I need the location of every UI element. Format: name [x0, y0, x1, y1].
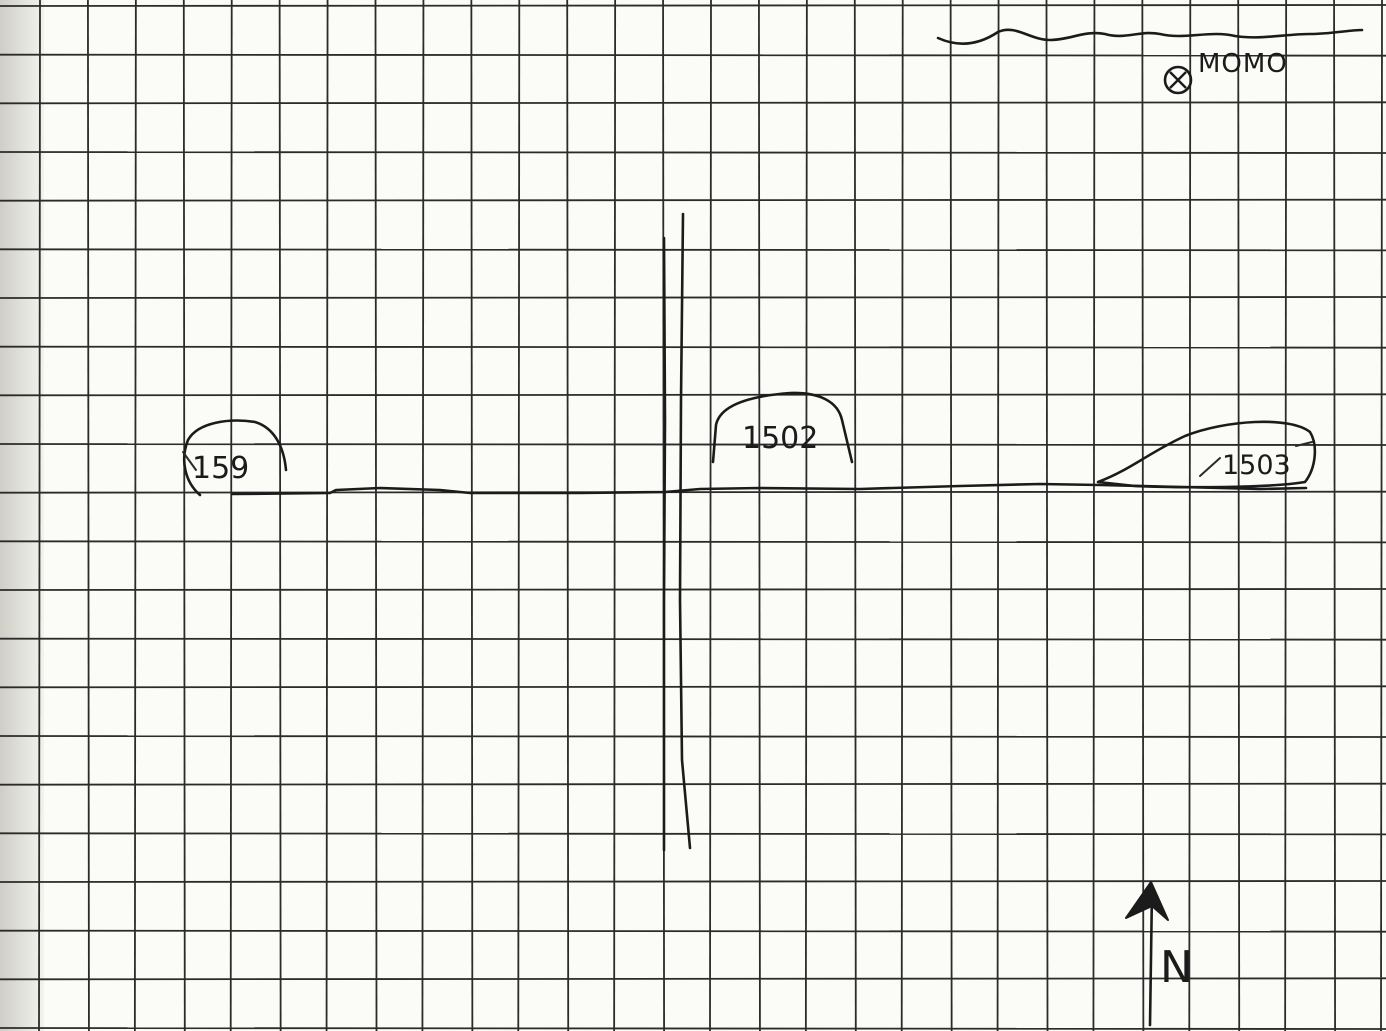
grid-line-vertical	[855, 0, 856, 1031]
grid-line-vertical	[184, 0, 185, 1031]
grid-line-vertical	[806, 0, 807, 1031]
grid-line-vertical	[902, 0, 903, 1031]
grid-line-vertical	[422, 0, 423, 1031]
grid-line-horizontal	[0, 639, 1386, 640]
grid-line-vertical	[280, 0, 281, 1031]
grid-line-horizontal	[0, 55, 1386, 56]
landmark-label: MOMO	[1198, 49, 1288, 79]
grid-line-vertical	[1047, 0, 1048, 1031]
grid-line-horizontal	[0, 297, 1386, 298]
grid-line-horizontal	[0, 152, 1386, 153]
grid-line-vertical	[951, 0, 952, 1031]
grid-line-horizontal	[0, 444, 1386, 445]
grid-line-horizontal	[0, 5, 1386, 6]
grid-line-horizontal	[0, 736, 1386, 737]
grid-line-horizontal	[0, 589, 1386, 590]
grid-line-horizontal	[0, 541, 1386, 542]
grid-line-vertical	[567, 0, 568, 1031]
building-1503-label: 1503	[1222, 450, 1291, 481]
grid-line-horizontal	[0, 492, 1386, 493]
paper-binding-shadow	[0, 0, 44, 1031]
river-line	[938, 30, 1362, 44]
grid-line-vertical	[376, 0, 377, 1031]
north-label: N	[1160, 942, 1193, 993]
grid-line-horizontal	[0, 833, 1386, 834]
grid-line-horizontal	[0, 200, 1386, 201]
grid-line-vertical	[1334, 0, 1335, 1031]
building-159-label: 159	[192, 451, 249, 486]
grid-line-vertical	[231, 0, 232, 1031]
grid-line-vertical	[88, 0, 89, 1031]
grid-line-vertical	[710, 0, 711, 1031]
crossroad-right-line	[680, 214, 690, 848]
grid-line-vertical	[1189, 0, 1190, 1031]
grid-line-horizontal	[0, 1028, 1386, 1029]
grid-line-vertical	[39, 0, 40, 1031]
grid-line-vertical	[1285, 0, 1286, 1031]
grid-line-horizontal	[0, 102, 1386, 103]
grid-line-vertical	[614, 0, 615, 1031]
grid-line-horizontal	[0, 394, 1386, 395]
grid-line-vertical	[1381, 0, 1382, 1031]
grid-line-horizontal	[0, 784, 1386, 785]
grid-line-vertical	[759, 0, 760, 1031]
grid-line-horizontal	[0, 686, 1386, 687]
grid-line-vertical	[135, 0, 136, 1031]
grid-line-vertical	[471, 0, 472, 1031]
grid-line-horizontal	[0, 249, 1386, 250]
grid-line-horizontal	[0, 931, 1386, 932]
building-1502-label: 1502	[742, 421, 818, 456]
grid-line-vertical	[1238, 0, 1239, 1031]
grid-line-horizontal	[0, 881, 1386, 882]
grid-line-vertical	[998, 0, 999, 1031]
grid-line-vertical	[518, 0, 519, 1031]
grid-line-vertical	[1142, 0, 1143, 1031]
grid-line-vertical	[1093, 0, 1094, 1031]
landmark-marker-icon	[1165, 67, 1191, 93]
grid-line-horizontal	[0, 347, 1386, 348]
crossroad-left-line	[664, 238, 665, 850]
grid-line-vertical	[327, 0, 328, 1031]
